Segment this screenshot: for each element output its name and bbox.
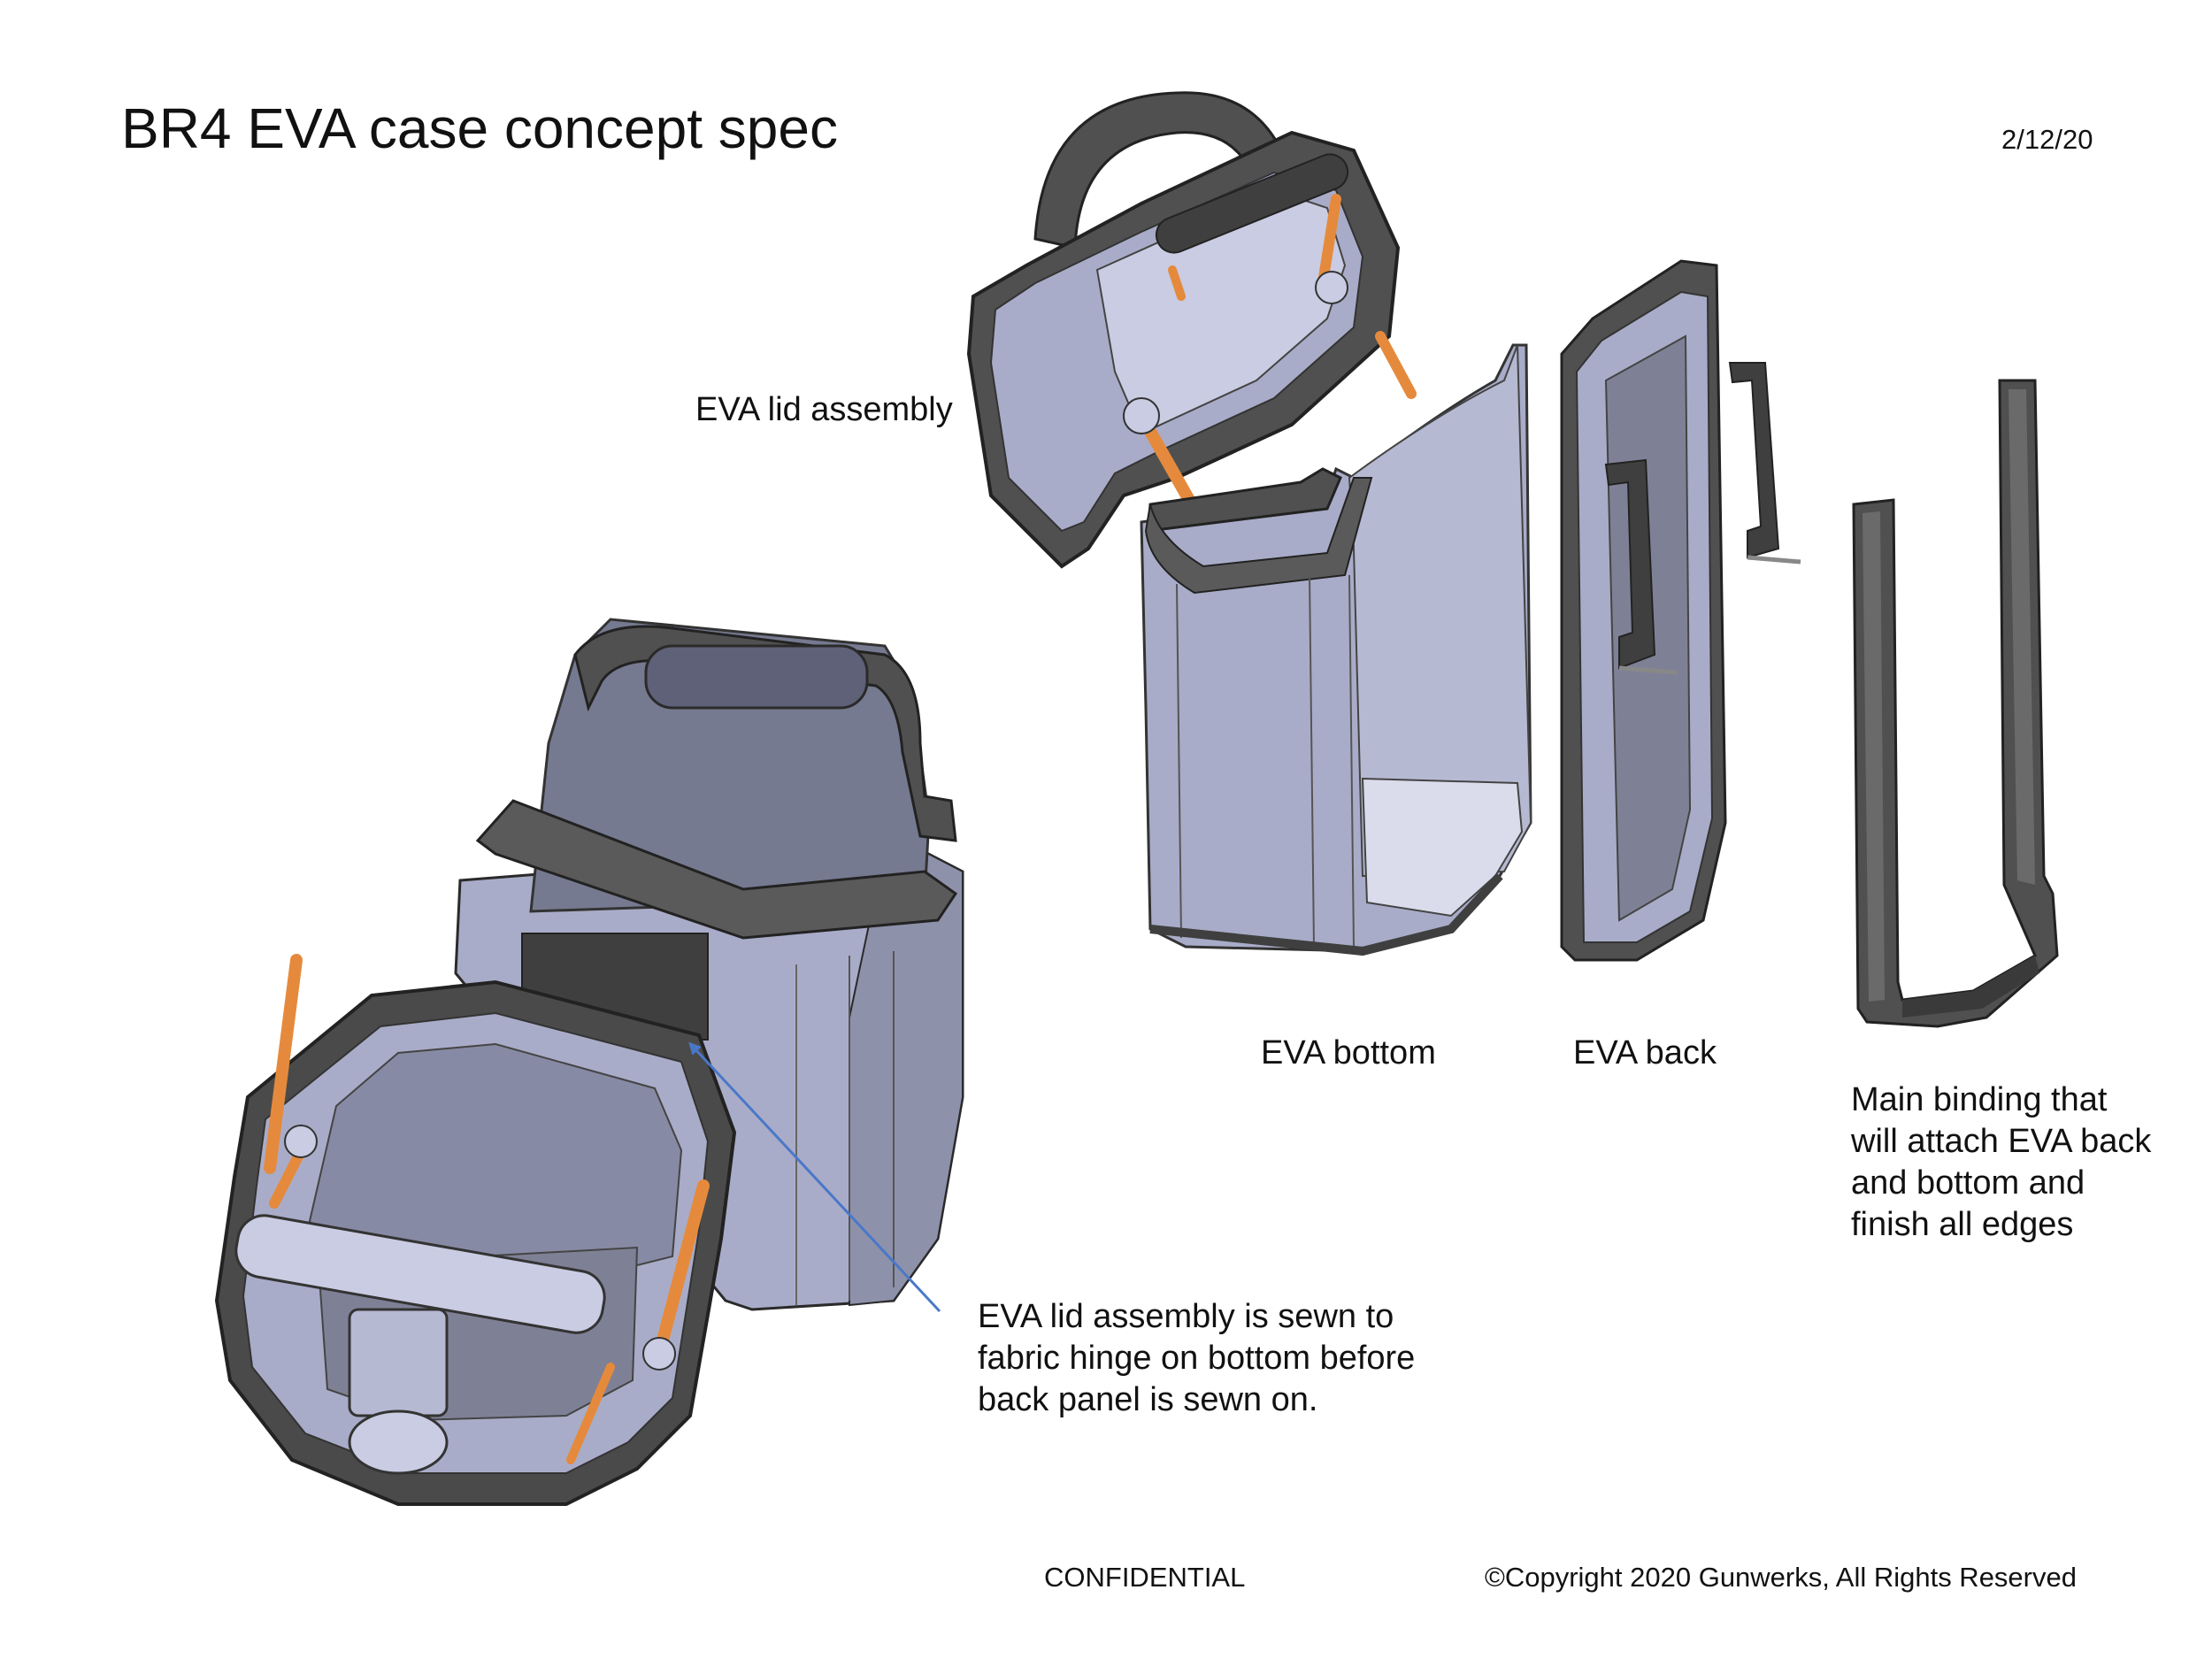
assembled-case-body [454, 618, 964, 1311]
callout-arrow [688, 1041, 941, 1313]
label-eva-lid-assembly: EVA lid assembly [695, 391, 953, 428]
label-main-binding: Main binding that will attach EVA back a… [1851, 1079, 2151, 1246]
label-eva-bottom: EVA bottom [1261, 1034, 1436, 1071]
eva-lid-assembly-part [966, 91, 1417, 617]
copyright-notice: ©Copyright 2020 Gunwerks, All Rights Res… [1485, 1562, 2077, 1593]
spec-date: 2/12/20 [2001, 124, 2093, 155]
hinge-note-line: fabric hinge on bottom before [978, 1340, 1416, 1377]
confidential-notice: CONFIDENTIAL [1044, 1562, 1246, 1593]
assembled-case-lid [214, 954, 737, 1506]
label-eva-back: EVA back [1573, 1034, 1717, 1071]
eva-back-part [1560, 259, 1801, 962]
label-main-binding-line: Main binding that [1851, 1081, 2108, 1118]
page-title: BR4 EVA case concept spec [121, 96, 838, 160]
hinge-note-line: EVA lid assembly is sewn to [978, 1298, 1394, 1335]
assembled-case [214, 618, 964, 1506]
eva-bottom-part [1140, 343, 1532, 956]
hinge-note: EVA lid assembly is sewn to fabric hinge… [978, 1296, 1415, 1421]
main-binding-part [1852, 379, 2059, 1028]
label-main-binding-line: finish all edges [1851, 1206, 2074, 1243]
label-main-binding-line: will attach EVA back [1851, 1123, 2152, 1160]
hinge-note-line: back panel is sewn on. [978, 1381, 1318, 1418]
label-main-binding-line: and bottom and [1851, 1164, 2085, 1202]
